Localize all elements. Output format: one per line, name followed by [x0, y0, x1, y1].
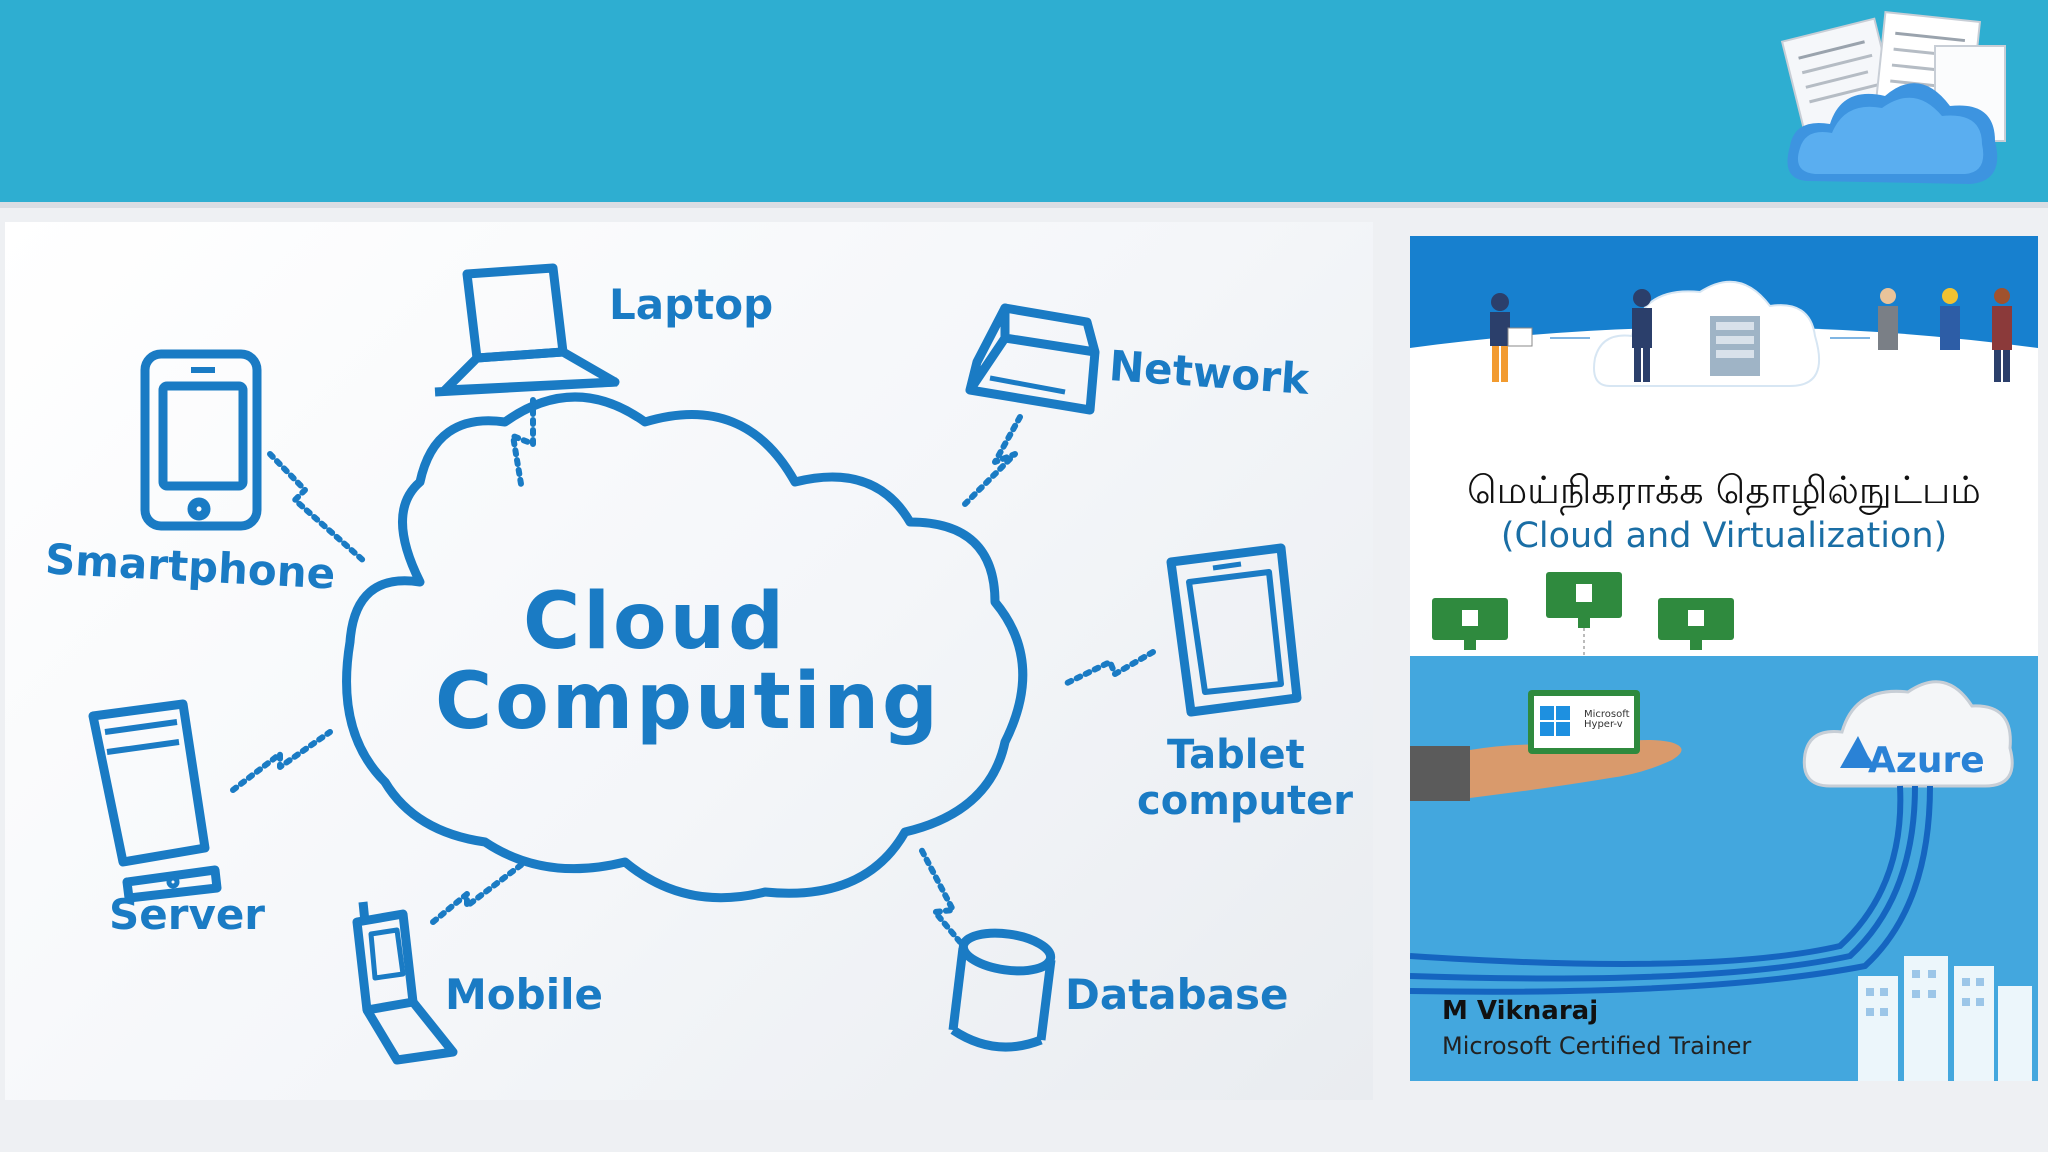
- azure-label: Azure: [1868, 740, 1985, 781]
- hyperv-logo-text: Microsoft Hyper-v: [1584, 710, 1632, 730]
- author-name: M Viknaraj: [1442, 996, 1598, 1026]
- course-cover: மெய்நிகராக்க தொழில்நுட்பம் (Cloud and Vi…: [1410, 236, 2038, 1081]
- header-divider: [0, 202, 2048, 208]
- diagram-title-line1: Cloud: [445, 582, 865, 662]
- tablet-label-line2: computer: [1137, 778, 1353, 824]
- author-role: Microsoft Certified Trainer: [1442, 1032, 1751, 1060]
- cover-header-art: [1410, 236, 2038, 426]
- vm-monitors-icon: [1410, 568, 2038, 658]
- server-label: Server: [109, 890, 265, 939]
- tablet-label-line1: Tablet: [1167, 732, 1305, 778]
- smartphone-icon: [145, 354, 257, 526]
- laptop-icon: [435, 268, 617, 392]
- cover-tamil-title: மெய்நிகராக்க தொழில்நுட்பம்: [1410, 468, 2038, 518]
- diagram-title-line2: Computing: [435, 662, 865, 742]
- documents-cloud-icon: [1770, 6, 2020, 196]
- server-icon: [93, 704, 217, 898]
- mobile-label: Mobile: [445, 970, 603, 1019]
- mobile-icon: [357, 902, 453, 1060]
- laptop-label: Laptop: [609, 280, 773, 329]
- cloud-computing-diagram: Cloud Computing Laptop Network Smartphon…: [5, 222, 1373, 1100]
- diagram-title: Cloud Computing: [445, 582, 865, 742]
- cover-subtitle: (Cloud and Virtualization): [1410, 516, 2038, 556]
- database-label: Database: [1065, 970, 1289, 1019]
- network-icon: [970, 308, 1095, 410]
- database-icon: [953, 928, 1053, 1047]
- tablet-icon: [1171, 548, 1297, 712]
- header-banner: [0, 0, 2048, 202]
